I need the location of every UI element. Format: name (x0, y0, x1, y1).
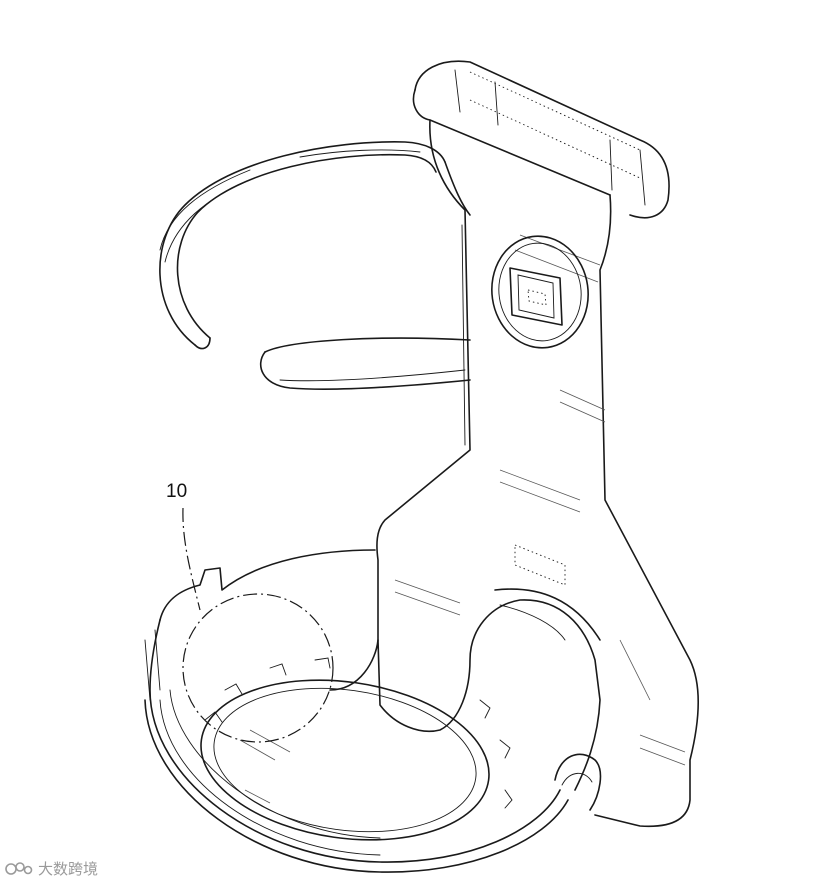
detail-callout (182, 507, 334, 743)
watermark: 大数跨境 (4, 858, 98, 879)
watermark-text: 大数跨境 (38, 860, 99, 878)
watermark-logo-icon (5, 861, 33, 875)
mounting-bracket (329, 60, 700, 828)
upper-ring (159, 141, 471, 390)
reference-numeral-label: 10 (166, 481, 188, 502)
release-button (491, 235, 589, 349)
lower-threaded-ring (144, 549, 569, 873)
